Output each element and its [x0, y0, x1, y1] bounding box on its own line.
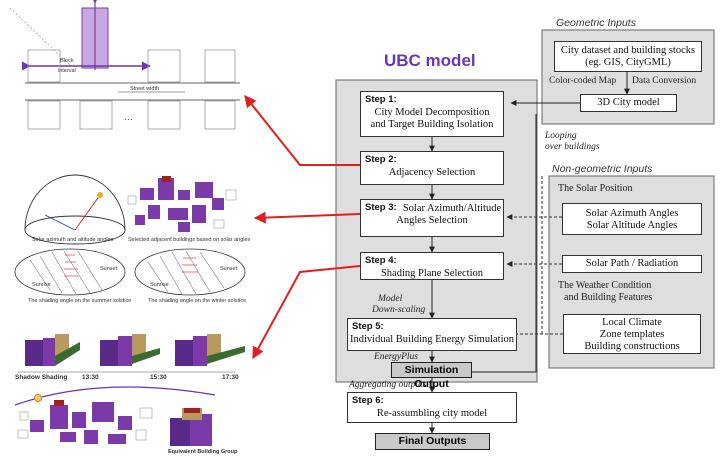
sunset-label-1: Sunset: [100, 266, 118, 272]
step-4-box: Step 4: Shading Plane Selection: [360, 252, 504, 280]
dataset-line: City dataset and building stocks: [560, 45, 696, 56]
street-section-thumbnail: [9, 0, 240, 130]
solar-caption-1: Solar azimuth and altitude angles: [32, 237, 114, 243]
step-label: Step 6:: [352, 395, 384, 406]
step-label: Step 1:: [365, 94, 397, 105]
sunrise-label-2: Sunrise: [150, 282, 169, 288]
time-label-1: 13:30: [82, 374, 99, 381]
color-coded-label: Color-coded Map: [549, 76, 617, 86]
step-text: Individual Building Energy Simulation: [349, 334, 514, 345]
sunset-label-2: Sunset: [220, 266, 238, 272]
simulation-output: Simulation Output: [391, 362, 472, 390]
time-label-3: 17:30: [222, 374, 239, 381]
red-arrows: [244, 95, 361, 360]
step-6-box: Step 6: Re-assumbling city model: [347, 392, 517, 423]
looping-line: over buildings: [545, 142, 600, 152]
step-text: City Model Decomposition: [374, 107, 490, 118]
energyplus-label: EnergyPlus: [374, 352, 418, 362]
solar-angles-box: Solar Azimuth Angles Solar Altitude Angl…: [562, 203, 702, 235]
downscaling-line: Down-scaling: [372, 305, 426, 315]
weather-line: and Building Features: [564, 292, 653, 303]
aggregating-label: Aggregating outputs: [349, 380, 427, 390]
solar-caption-3: The shading angle on the summer solstice: [28, 298, 132, 304]
downscaling-line: Model: [378, 294, 403, 304]
solar-caption-2: Selected adjacent buildings based on sol…: [128, 237, 251, 243]
solar-angles-line: Solar Azimuth Angles: [585, 208, 679, 219]
city-dataset-box: City dataset and building stocks (eg. GI…: [554, 41, 702, 72]
city-model-box: 3D City model: [580, 94, 677, 112]
local-line: Building constructions: [584, 341, 680, 352]
geometric-heading: Geometric Inputs: [556, 17, 636, 29]
equivalent-group-label: Equivalent Building Group: [168, 449, 238, 455]
solar-angles-thumbnail: [14, 174, 246, 296]
time-label-2: 15:30: [150, 374, 167, 381]
step-2-box: Step 2: Adjacency Selection: [360, 151, 504, 185]
sunrise-label-1: Sunrise: [32, 282, 51, 288]
step-label: Step 5:: [352, 321, 384, 332]
step-text: Adjacency Selection: [388, 167, 476, 178]
dashed-arrows: [506, 176, 563, 337]
step-label: Step 4:: [365, 255, 397, 266]
weather-label: The Weather Condition and Building Featu…: [558, 280, 652, 304]
step-5-box: Step 5: Individual Building Energy Simul…: [347, 318, 517, 351]
final-outputs: Final Outputs: [375, 433, 490, 450]
flow-arrows: [429, 72, 630, 434]
shadow-shading-label: Shadow Shading: [15, 374, 68, 381]
step-3-box: Step 3: Solar Azimuth/Altitude Angles Se…: [360, 199, 504, 237]
data-conversion-label: Data Conversion: [632, 76, 697, 86]
local-line: Zone templates: [599, 329, 665, 340]
model-title: UBC model: [384, 51, 476, 70]
nongeometric-heading: Non-geometric Inputs: [552, 163, 653, 175]
solar-caption-4: The shading angle on the winter solstice: [148, 298, 247, 304]
street-ellipsis: …: [124, 112, 133, 122]
street-interval-label: interval: [58, 68, 76, 74]
model-downscaling-label: Model Down-scaling: [372, 294, 425, 316]
local-climate-box: Local Climate Zone templates Building co…: [563, 314, 701, 354]
solar-path-box: Solar Path / Radiation: [562, 255, 702, 273]
step-label: Step 3:: [365, 202, 397, 213]
equivalent-building-thumbnail: [14, 386, 216, 446]
solar-angles-line: Solar Altitude Angles: [586, 220, 678, 231]
looping-line: Looping: [545, 131, 577, 141]
shadow-shading-thumbnail: [18, 334, 245, 373]
step-text: Angles Selection: [396, 215, 468, 226]
local-line: Local Climate: [602, 317, 662, 328]
step-text: Solar Azimuth/Altitude: [402, 203, 502, 214]
step-text: Re-assumbling city model: [376, 408, 488, 419]
solar-position-label: The Solar Position: [558, 183, 633, 194]
dataset-line: (eg. GIS, CityGML): [585, 57, 671, 68]
street-width-label: Street width: [130, 86, 160, 92]
step-text: and Target Building Isolation: [370, 119, 494, 130]
step-text: Shading Plane Selection: [380, 268, 484, 279]
step-1-box: Step 1: City Model Decomposition and Tar…: [360, 91, 504, 137]
step-label: Step 2:: [365, 154, 397, 165]
weather-line: The Weather Condition: [558, 280, 652, 291]
street-block-label: Block: [60, 58, 74, 64]
looping-label: Looping over buildings: [545, 131, 600, 153]
